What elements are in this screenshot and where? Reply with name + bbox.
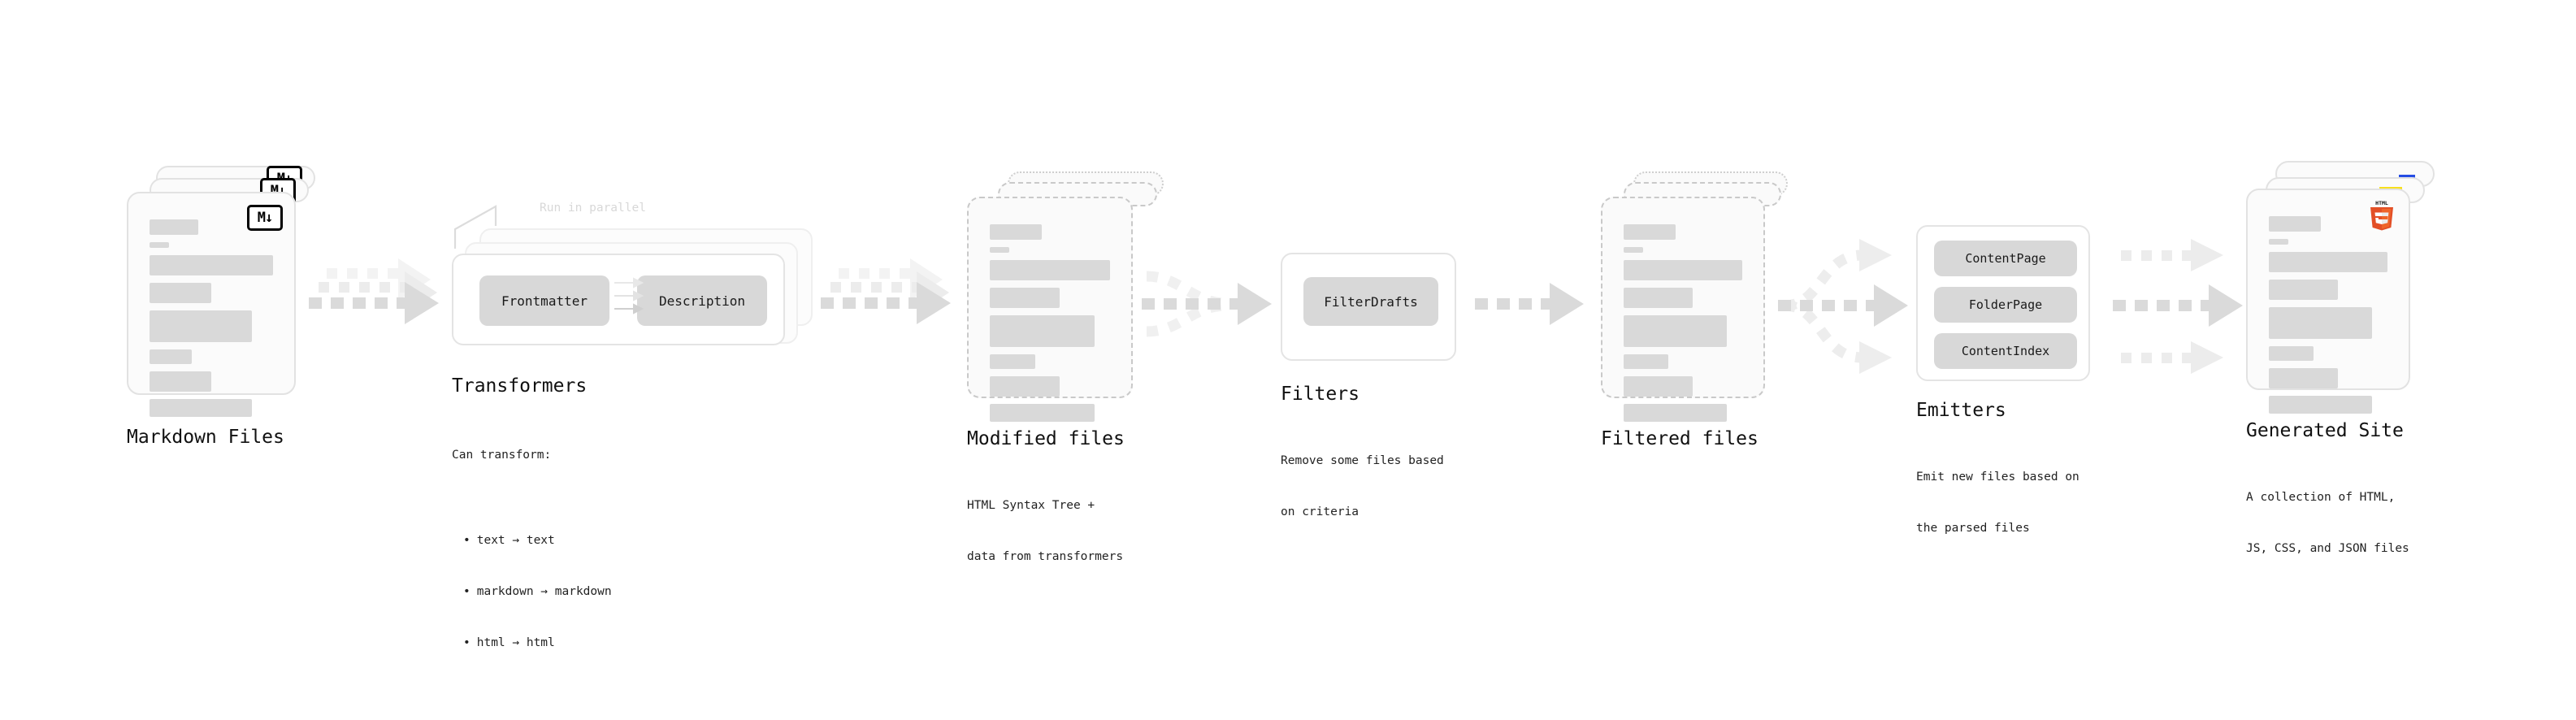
content-bar (1624, 224, 1676, 240)
stage-title-emitters: Emitters (1916, 400, 2006, 421)
chip-contentindex[interactable]: ContentIndex (1934, 333, 2077, 369)
connector-modified-to-filters (1142, 271, 1272, 337)
content-bar (150, 349, 192, 364)
modified-file-card-front[interactable] (967, 197, 1133, 422)
content-bar (990, 404, 1095, 422)
transformers-bullet: markdown → markdown (463, 583, 612, 601)
content-bar (150, 399, 253, 417)
card-content-bars (150, 219, 273, 424)
content-bar (2269, 396, 2373, 414)
card-content-bars (1624, 224, 1742, 429)
chip-filterdrafts[interactable]: FilterDrafts (1303, 277, 1438, 326)
transformers-bullets: text → text markdown → markdown html → h… (452, 498, 612, 686)
transformers-bullet: text → text (463, 532, 612, 549)
content-bar (150, 242, 169, 248)
emitters-desc-line: Emit new files based on (1916, 471, 2079, 484)
content-bar (2269, 280, 2338, 300)
connector-filtered-to-emitters (1778, 239, 1908, 374)
modified-files-description: HTML Syntax Tree + data from transformer… (967, 463, 1123, 600)
content-bar (150, 255, 273, 275)
modified-files-desc-line: data from transformers (967, 550, 1124, 563)
filters-box[interactable]: FilterDrafts (1281, 253, 1456, 361)
modified-files-desc-line: HTML Syntax Tree + (967, 499, 1095, 512)
content-bar (990, 354, 1036, 369)
generated-site-desc-line: A collection of HTML, (2246, 491, 2396, 504)
stage-title-transformers: Transformers (452, 375, 588, 397)
content-bar (2269, 346, 2314, 361)
content-bar (150, 283, 211, 303)
connector-filters-to-filtered (1475, 283, 1584, 325)
filters-desc-line: Remove some files based (1281, 454, 1444, 467)
markdown-icon: M↓ (247, 205, 283, 231)
content-bar (1624, 315, 1728, 347)
content-bar (150, 310, 253, 342)
generated-site-desc-line: JS, CSS, and JSON files (2246, 542, 2409, 555)
transformers-description: Can transform: text → text markdown → ma… (452, 413, 612, 720)
content-bar (990, 224, 1042, 240)
connector-markdown-to-transformers (309, 258, 439, 324)
filters-description: Remove some files based on criteria (1281, 419, 1444, 555)
card-content-bars (2269, 216, 2387, 421)
filters-desc-line: on criteria (1281, 505, 1360, 518)
content-bar (2269, 368, 2338, 388)
stage-title-filters: Filters (1281, 384, 1360, 405)
run-in-parallel-bracket (453, 205, 497, 249)
content-bar (1624, 260, 1742, 280)
emitters-desc-line: the parsed files (1916, 522, 2030, 535)
chip-frontmatter[interactable]: Frontmatter (479, 275, 609, 326)
content-bar (990, 315, 1095, 347)
stage-title-modified-files: Modified files (967, 428, 1125, 449)
content-bar (1624, 247, 1643, 253)
markdown-file-card-front[interactable]: M↓ (127, 192, 296, 417)
connector-emitters-to-site (2113, 239, 2243, 374)
pipeline-diagram: M↓ M↓ M↓ Markdown Files (0, 0, 2576, 681)
content-bar (1624, 376, 1693, 397)
content-bar (2269, 252, 2387, 272)
content-bar (2269, 216, 2321, 232)
transformer-inner-arrows (614, 277, 644, 314)
filtered-file-card-front[interactable] (1601, 197, 1765, 422)
html5-icon: HTML (2368, 198, 2396, 231)
svg-text:HTML: HTML (2375, 200, 2388, 206)
generated-site-description: A collection of HTML, JS, CSS, and JSON … (2246, 455, 2409, 592)
content-bar (990, 376, 1060, 397)
transformers-desc-line: Can transform: (452, 449, 552, 462)
content-bar (990, 288, 1060, 308)
content-bar (990, 247, 1009, 253)
transformer-box-front[interactable]: Frontmatter Description (452, 254, 785, 345)
content-bar (1624, 354, 1669, 369)
stage-title-markdown-files: Markdown Files (127, 427, 284, 448)
emitters-box[interactable]: ContentPage FolderPage ContentIndex (1916, 225, 2090, 381)
chip-description[interactable]: Description (637, 275, 767, 326)
stage-title-filtered-files: Filtered files (1601, 428, 1759, 449)
chip-folderpage[interactable]: FolderPage (1934, 287, 2077, 323)
content-bar (150, 219, 198, 235)
chip-contentpage[interactable]: ContentPage (1934, 241, 2077, 276)
emitters-description: Emit new files based on the parsed files (1916, 435, 2079, 571)
card-content-bars (990, 224, 1110, 429)
content-bar (2269, 307, 2373, 339)
content-bar (1624, 404, 1728, 422)
transformers-bullet: html → html (463, 635, 612, 652)
content-bar (150, 371, 211, 392)
content-bar (990, 260, 1110, 280)
content-bar (1624, 288, 1693, 308)
content-bar (2269, 239, 2288, 245)
run-in-parallel-label: Run in parallel (540, 202, 646, 215)
generated-site-card-html[interactable]: HTML (2246, 189, 2410, 414)
stage-title-generated-site: Generated Site (2246, 420, 2404, 441)
connector-transformers-to-modified (821, 258, 951, 324)
